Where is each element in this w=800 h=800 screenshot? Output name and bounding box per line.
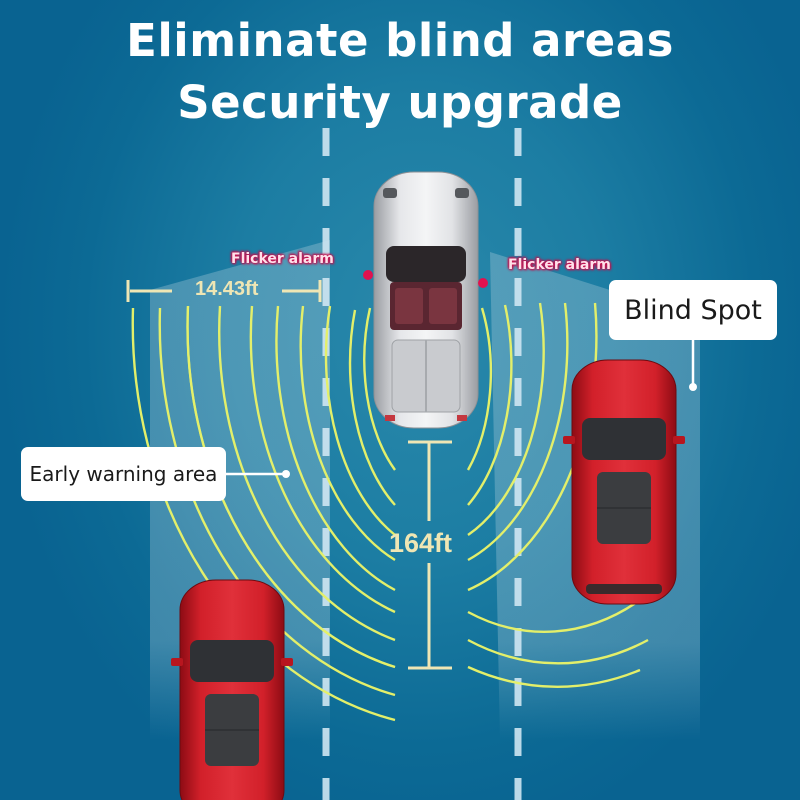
early-warning-callout: Early warning area xyxy=(21,447,226,501)
flicker-alarm-label-right: Flicker alarm xyxy=(508,257,611,273)
host-car-silver xyxy=(373,171,479,429)
blind-spot-callout: Blind Spot xyxy=(609,280,777,340)
detection-range-label: 164ft xyxy=(389,528,453,558)
headline-line-2: Security upgrade xyxy=(177,76,623,129)
lane-width-label: 14.43ft xyxy=(195,278,259,300)
blind-spot-connector xyxy=(689,340,697,391)
detection-range-measure xyxy=(408,440,452,670)
alarm-indicator-left xyxy=(363,270,373,280)
flicker-alarm-label-left: Flicker alarm xyxy=(231,251,334,267)
lane-width-measure xyxy=(126,280,322,302)
blind-spot-car-red xyxy=(563,359,685,605)
radar-arcs-right xyxy=(466,302,649,688)
alarm-indicator-right xyxy=(478,278,488,288)
early-warning-connector xyxy=(226,470,290,478)
headline-line-1: Eliminate blind areas xyxy=(126,14,674,67)
radar-arcs-overlay xyxy=(186,305,396,669)
approaching-car-red xyxy=(171,579,293,800)
